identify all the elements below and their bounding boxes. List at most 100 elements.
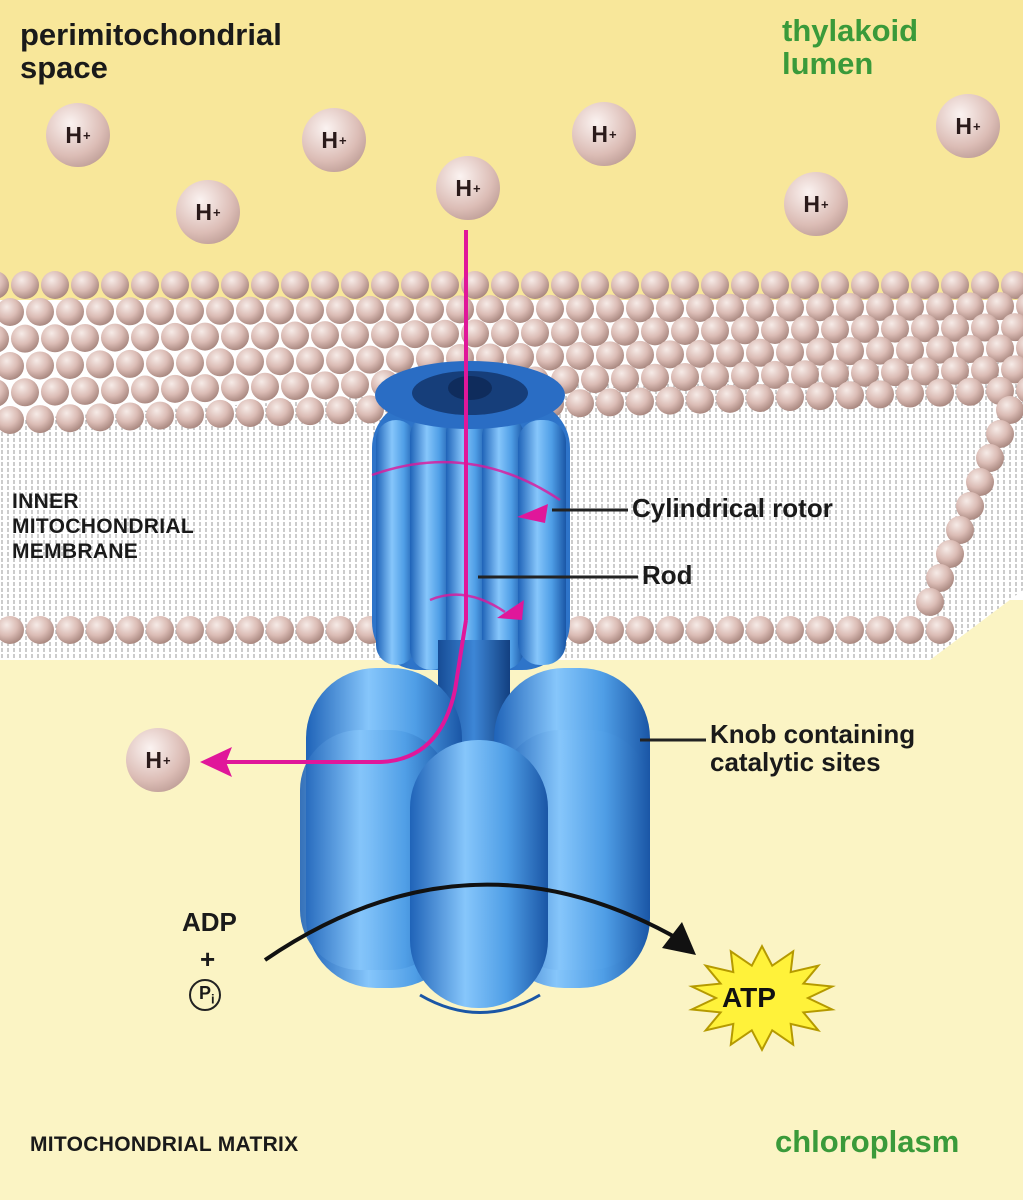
- lipid-head: [86, 350, 114, 379]
- lipid-head: [236, 296, 264, 325]
- lipid-head: [551, 318, 579, 347]
- lipid-head: [221, 373, 249, 402]
- lipid-head: [986, 334, 1014, 363]
- lipid-head: [746, 383, 774, 412]
- lipid-head: [341, 320, 369, 349]
- lipid-head: [521, 271, 549, 299]
- lipid-head: [656, 386, 684, 415]
- lipid-head: [971, 356, 999, 385]
- lipid-head: [701, 316, 729, 345]
- lipid-head: [806, 616, 834, 644]
- lipid-head: [776, 293, 804, 322]
- lipid-head: [356, 345, 384, 374]
- lipid-head: [866, 336, 894, 365]
- lipid-head: [976, 444, 1004, 472]
- lipid-head: [986, 420, 1014, 448]
- lipid-head: [56, 297, 84, 326]
- knob-label: Knob containing catalytic sites: [710, 719, 916, 778]
- lipid-head: [806, 382, 834, 411]
- lipid-head: [11, 378, 39, 407]
- phosphate-label: Pi: [199, 983, 215, 1007]
- lipid-head: [611, 317, 639, 346]
- lipid-head: [611, 364, 639, 393]
- lipid-head: [566, 294, 594, 323]
- lipid-head: [161, 271, 189, 299]
- lipid-head: [581, 318, 609, 347]
- lipid-head: [1001, 313, 1023, 342]
- lipid-head: [476, 295, 504, 324]
- lipid-head: [536, 342, 564, 371]
- lipid-head: [821, 271, 849, 299]
- lipid-head: [896, 292, 924, 321]
- lipid-head: [0, 616, 24, 644]
- lipid-head: [836, 293, 864, 322]
- lipid-head: [641, 317, 669, 346]
- lipid-head: [0, 352, 24, 380]
- lipid-head: [116, 402, 144, 431]
- lipid-head: [266, 296, 294, 325]
- lipid-head: [656, 340, 684, 369]
- lipid-head: [656, 294, 684, 323]
- lipid-head: [56, 350, 84, 379]
- lipid-head: [11, 324, 39, 353]
- lipid-head: [41, 377, 69, 406]
- lipid-head: [806, 337, 834, 366]
- lipid-head: [401, 320, 429, 349]
- lipid-head: [896, 379, 924, 408]
- lipid-head: [491, 319, 519, 348]
- lipid-head: [716, 616, 744, 644]
- cylindrical-rotor-label: Cylindrical rotor: [632, 493, 833, 523]
- lipid-head: [911, 271, 939, 299]
- lipid-head: [311, 271, 339, 299]
- lipid-head: [686, 385, 714, 414]
- matrix-label: Mitochondrial matrix: [30, 1133, 299, 1156]
- lipid-head: [371, 320, 399, 349]
- lipid-head: [716, 384, 744, 413]
- lipid-head: [956, 492, 984, 520]
- lipid-head: [26, 297, 54, 326]
- lipid-head: [116, 349, 144, 378]
- lipid-head: [626, 387, 654, 416]
- lipid-head: [371, 271, 399, 299]
- lipid-head: [971, 271, 999, 299]
- lipid-head: [431, 319, 459, 348]
- lipid-head: [326, 396, 354, 425]
- lipid-head: [506, 295, 534, 323]
- lipid-head: [761, 271, 789, 299]
- lipid-head: [926, 335, 954, 364]
- plus-sign: +: [200, 944, 216, 974]
- lipid-head: [596, 341, 624, 370]
- lipid-head: [416, 295, 444, 324]
- lipid-head: [446, 295, 474, 324]
- lipid-head: [551, 271, 579, 299]
- lipid-head: [86, 297, 114, 326]
- lipid-head: [941, 313, 969, 342]
- lipid-head: [11, 271, 39, 299]
- lipid-head: [221, 271, 249, 299]
- lipid-head: [341, 271, 369, 299]
- lipid-head: [86, 403, 114, 432]
- lipid-head: [821, 359, 849, 388]
- lipid-head: [746, 616, 774, 644]
- lipid-head: [596, 294, 624, 323]
- lipid-head: [131, 375, 159, 404]
- lipid-head: [596, 616, 624, 644]
- lipid-head: [266, 398, 294, 427]
- lipid-head: [146, 297, 174, 326]
- lipid-head: [1001, 271, 1023, 299]
- lipid-head: [686, 339, 714, 368]
- proton-ion: H+: [784, 172, 848, 236]
- lipid-head: [161, 374, 189, 403]
- phosphate-circle: [189, 979, 221, 1011]
- lipid-head: [56, 404, 84, 433]
- lipid-head: [791, 315, 819, 344]
- lipid-head: [626, 340, 654, 369]
- lipid-head: [386, 345, 414, 374]
- lipid-head: [296, 397, 324, 426]
- lipid-head: [996, 396, 1023, 424]
- proton-ion: H+: [46, 103, 110, 167]
- lipid-head: [296, 296, 324, 325]
- proton-ion: H+: [936, 94, 1000, 158]
